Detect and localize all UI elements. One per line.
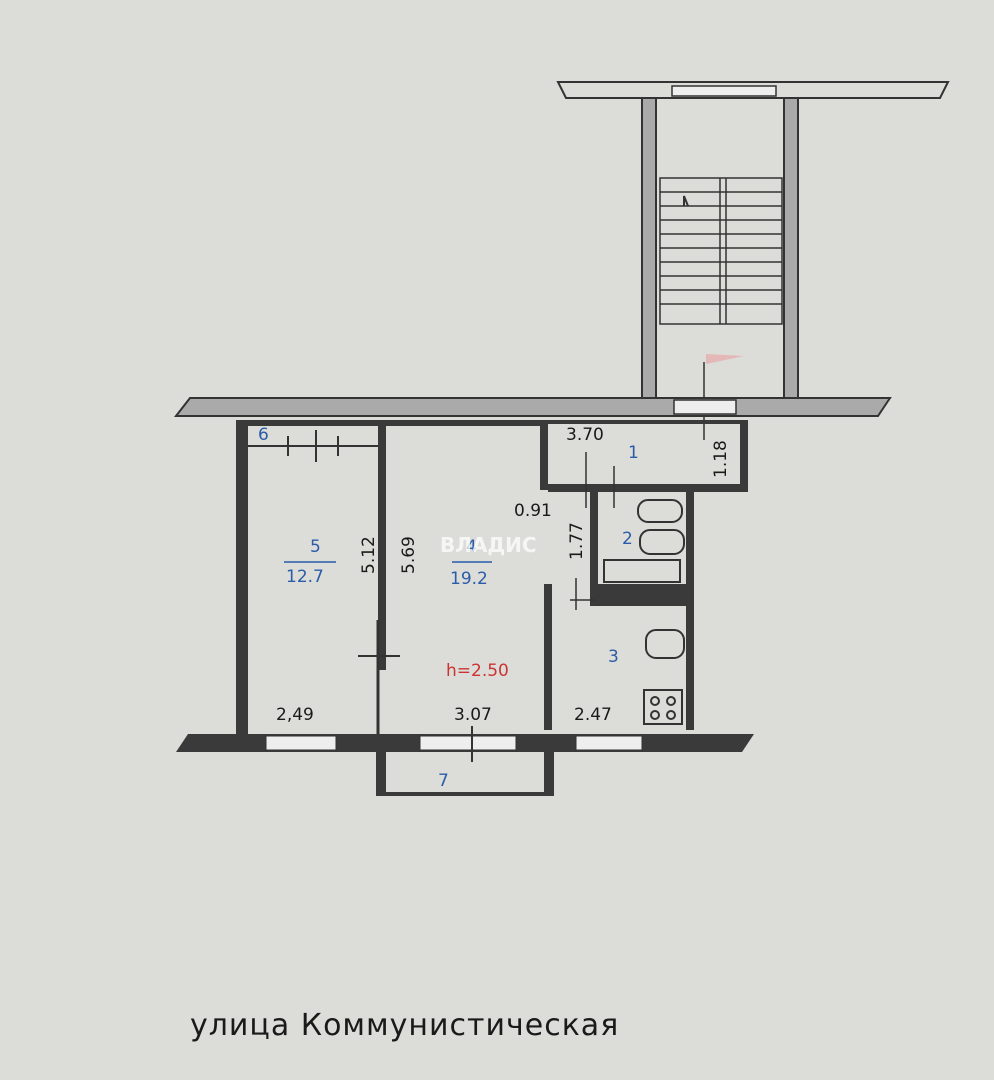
wall-left	[236, 420, 248, 736]
dim-room4-length: 5.69	[399, 536, 419, 574]
closet-door-marks	[287, 430, 339, 462]
bathroom-fixtures	[603, 499, 685, 583]
wall-room5-room4	[378, 420, 386, 670]
toilet-icon	[637, 499, 683, 523]
balcony-left	[376, 752, 386, 796]
room-2-number: 2	[622, 529, 633, 549]
dim-room4-width: 3.07	[454, 705, 492, 725]
balcony-bottom	[376, 792, 554, 796]
dim-bath-length: 1.77	[567, 522, 587, 560]
room-4-area: 19.2	[450, 569, 488, 589]
window-room4	[419, 735, 517, 751]
stair-steps	[659, 177, 783, 325]
window-kitchen	[575, 735, 643, 751]
room-4-number: 4	[466, 537, 477, 557]
window-room5	[265, 735, 337, 751]
balcony-right	[544, 752, 554, 796]
stair-window	[671, 85, 777, 97]
bathtub-icon	[603, 559, 681, 583]
wall-hall-right	[740, 420, 748, 492]
room-5-area: 12.7	[286, 567, 324, 587]
apartment-walls	[236, 420, 748, 796]
room-7-number: 7	[438, 771, 449, 791]
wall-top-room5	[236, 420, 378, 426]
street-name: улица Коммунистическая	[190, 1008, 620, 1043]
stair-right-wall	[783, 97, 799, 401]
wall-hall-top	[540, 420, 746, 424]
room-6-number: 6	[258, 425, 269, 445]
wall-bath-bottom	[590, 584, 694, 606]
sink-icon	[639, 529, 685, 555]
kitchen-fixtures	[643, 629, 685, 725]
dim-kitchen-width: 2.47	[574, 705, 612, 725]
ceiling-height: h=2.50	[446, 661, 509, 681]
entry-door	[673, 399, 737, 415]
corridor-wall	[173, 397, 892, 417]
stair-left-wall	[641, 97, 657, 401]
wall-hall-bottom	[548, 484, 748, 492]
entry-marker	[706, 354, 744, 364]
wall-right	[686, 484, 694, 730]
dim-room5-width: 2,49	[276, 705, 314, 725]
dim-hall-width: 1.18	[711, 440, 731, 478]
stove-icon	[643, 689, 683, 725]
stair-top-wall	[556, 81, 950, 99]
dim-corridor-width: 0.91	[514, 501, 552, 521]
room-3-number: 3	[608, 647, 619, 667]
wall-kitchen-left	[544, 584, 552, 730]
hall-door-marks	[570, 452, 615, 610]
dim-room5-length: 5.12	[359, 536, 379, 574]
room-1-number: 1	[628, 443, 639, 463]
dim-hall-length: 3.70	[566, 425, 604, 445]
wall-bath-left	[590, 484, 598, 584]
wall-top-room4	[384, 420, 544, 426]
stair-arrow-icon	[683, 195, 689, 207]
watermark: ВЛАДИС	[440, 533, 537, 557]
wall-hall-left	[540, 420, 548, 490]
staircase	[556, 81, 950, 440]
room-5-number: 5	[310, 537, 321, 557]
kitchen-sink-icon	[645, 629, 685, 659]
